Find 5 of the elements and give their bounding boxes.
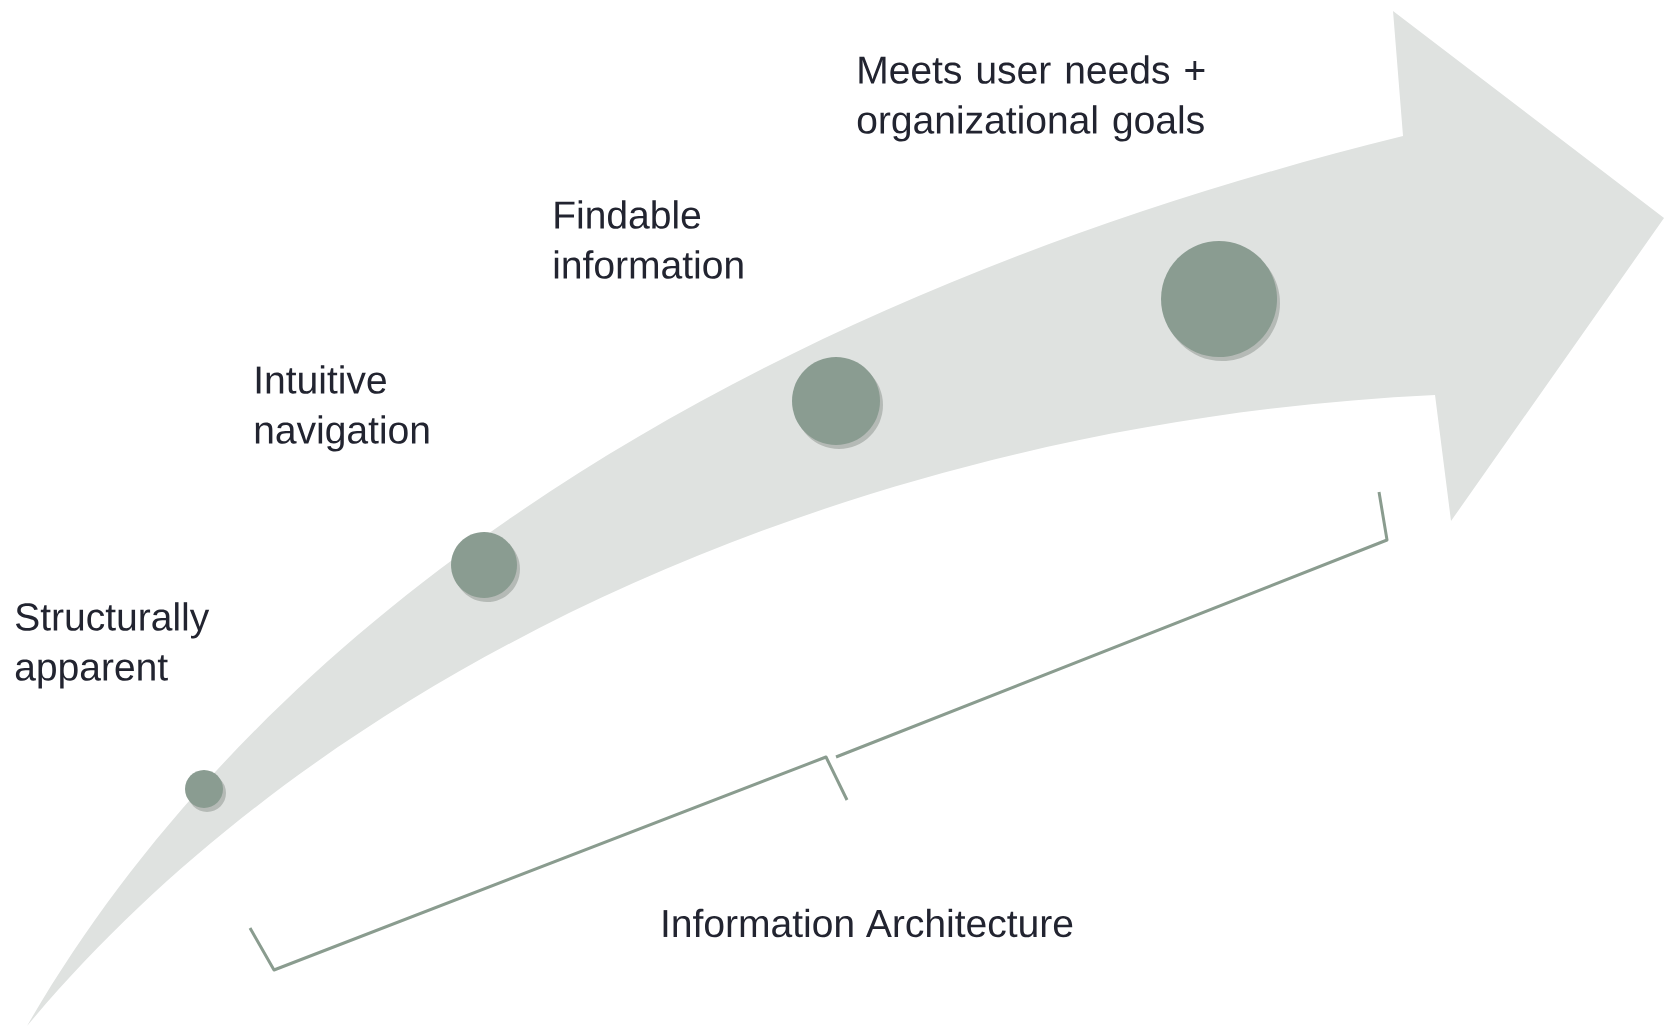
bracket-label: Information Architecture — [663, 908, 1073, 938]
step-label: Meets user needs + organizational goals — [857, 55, 1205, 142]
step-label: Intuitive navigation — [255, 365, 429, 452]
step-label: Structurally apparent — [15, 602, 210, 689]
step-label: Findable information — [554, 200, 743, 279]
